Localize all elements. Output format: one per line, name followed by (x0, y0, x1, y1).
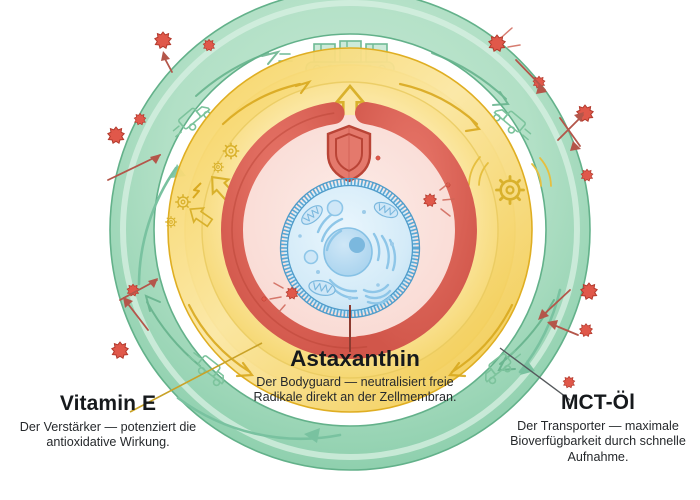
leader-vitamin-e (129, 342, 263, 413)
mct-oil-description: Der Transporter — maximale Bioverfügbark… (510, 419, 686, 464)
leader-lines (129, 305, 571, 413)
vitamin-e-title: Vitamin E (59, 392, 157, 415)
cytoplasm-dots (298, 210, 394, 300)
label-astaxanthin: Astaxanthin Der Bodyguard — neutralisier… (240, 347, 470, 405)
cell-membrane (281, 179, 419, 317)
vitamin-e-description: Der Verstärker — potenziert die antioxid… (19, 420, 197, 450)
nucleus-icon (323, 227, 373, 277)
label-vitamin-e: Vitamin E Der Verstärker — potenziert di… (10, 392, 206, 451)
vesicle-icon (303, 199, 344, 265)
label-mct-oil: MCT-Öl Der Transporter — maximale Biover… (500, 391, 696, 465)
free-radical-molecule (107, 27, 598, 389)
mct-transport-ring (109, 0, 591, 471)
astaxanthin-title: Astaxanthin (290, 346, 420, 371)
astaxanthin-description: Der Bodyguard — neutralisiert freie Radi… (253, 374, 457, 404)
gear-icon (165, 123, 552, 228)
astaxanthin-shield-ring (221, 102, 477, 359)
golgi-apparatus-icon (362, 283, 392, 305)
mct-oil-title: MCT-Öl (560, 391, 636, 414)
cell-diagram (279, 177, 421, 319)
leader-mct (499, 347, 571, 401)
shield-icon (326, 124, 372, 183)
